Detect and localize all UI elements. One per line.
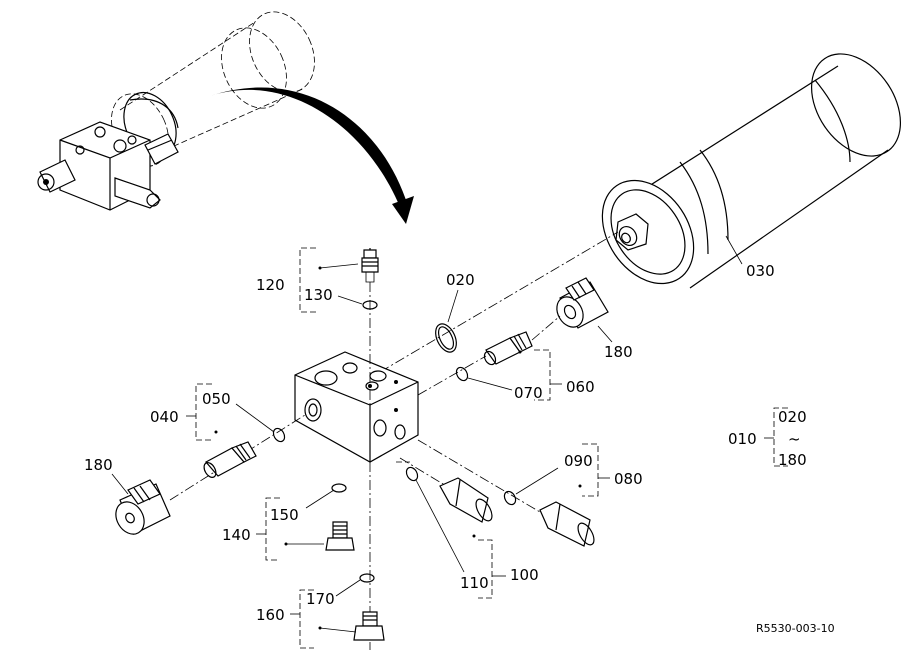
label-040: 040	[150, 408, 179, 426]
center-line-accumulator	[379, 231, 619, 373]
inset-assembly-view	[37, 11, 315, 211]
o-ring-020	[435, 323, 457, 353]
cartridge-080	[539, 501, 595, 547]
cartridge-040	[203, 441, 257, 478]
label-range-from: 020	[778, 408, 807, 426]
o-ring-150	[331, 483, 347, 493]
o-ring-090	[503, 490, 517, 506]
label-020: 020	[446, 271, 475, 289]
part-labels: 120 130 020 030 180 070 060 040 050 180 …	[84, 262, 835, 635]
label-130: 130	[304, 286, 333, 304]
label-120: 120	[256, 276, 285, 294]
label-090: 090	[564, 452, 593, 470]
fitting-120	[361, 248, 379, 283]
label-050: 050	[202, 390, 231, 408]
cartridge-100	[439, 477, 493, 523]
accumulator-cylinder	[601, 53, 902, 289]
o-ring-110	[405, 466, 419, 482]
label-range-tilde: ~	[788, 430, 801, 448]
label-150: 150	[270, 506, 299, 524]
o-ring-130	[362, 300, 378, 310]
label-range-to: 180	[778, 451, 807, 469]
label-030: 030	[746, 262, 775, 280]
o-ring-070	[455, 366, 469, 382]
label-170: 170	[306, 590, 335, 608]
label-080: 080	[614, 470, 643, 488]
cartridge-060	[483, 331, 533, 366]
plug-160	[353, 611, 385, 641]
label-180-left: 180	[84, 456, 113, 474]
label-180-right: 180	[604, 343, 633, 361]
label-070: 070	[514, 384, 543, 402]
leader-lines	[111, 235, 788, 649]
plug-140	[325, 521, 355, 551]
label-110: 110	[460, 574, 489, 592]
label-060: 060	[566, 378, 595, 396]
solenoid-coil-right	[556, 277, 609, 329]
label-160: 160	[256, 606, 285, 624]
valve-block	[294, 351, 419, 463]
assembly-direction-arrow	[210, 87, 414, 224]
solenoid-coil-left	[115, 479, 171, 535]
o-ring-050	[272, 427, 286, 443]
o-ring-170	[359, 573, 375, 583]
drawing-reference: R5530-003-10	[756, 622, 835, 635]
label-100: 100	[510, 566, 539, 584]
label-140: 140	[222, 526, 251, 544]
label-010: 010	[728, 430, 757, 448]
